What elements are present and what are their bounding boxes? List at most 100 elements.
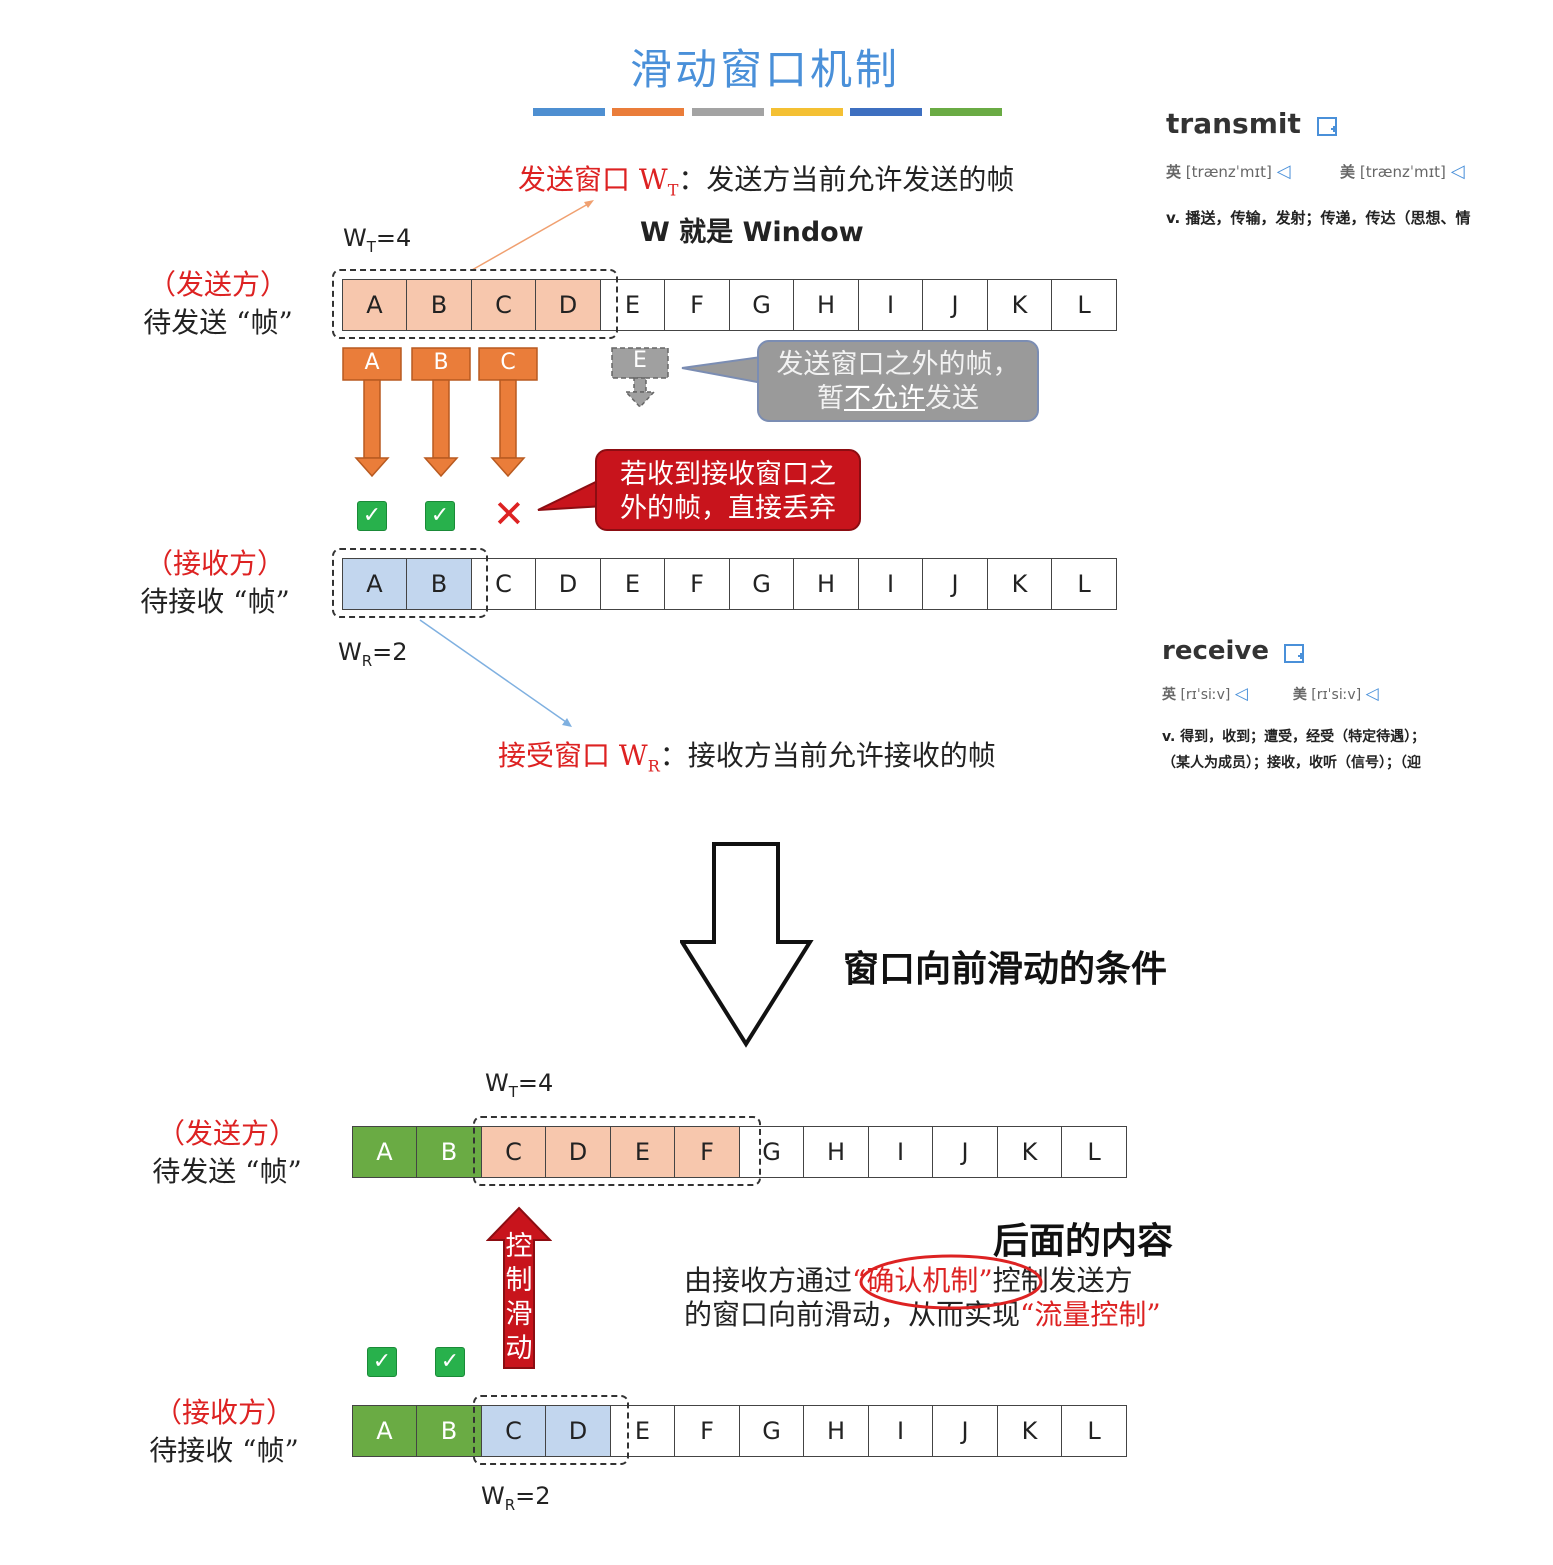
send-arrow-c-label: C	[500, 350, 516, 375]
frame: F	[674, 1405, 740, 1457]
frame: J	[922, 558, 988, 610]
receiver-frames-top: A B C D E F G H I J K L	[341, 558, 1117, 610]
check-icon: ✓	[435, 1347, 465, 1377]
check-icon: ✓	[357, 501, 387, 531]
speaker-icon[interactable]: ◁	[1276, 161, 1291, 182]
sender-role-top: （发送方） 待发送 “帧”	[143, 268, 293, 339]
frame: C	[480, 1405, 547, 1457]
send-window-box-top	[332, 269, 618, 339]
send-arrow-a-label: A	[364, 350, 380, 375]
send-arrows	[342, 347, 538, 478]
send-window-label: 发送窗口 W	[518, 163, 668, 196]
send-window-pointer-head	[584, 200, 594, 208]
ack-mechanism-circle	[859, 1254, 1043, 1310]
uk-label: 英	[1166, 163, 1182, 181]
frame: J	[932, 1126, 998, 1178]
recv-window-box-top	[332, 548, 488, 618]
red-bubble: 若收到接收窗口之 外的帧，直接丢弃	[595, 449, 861, 531]
receiver-frames-bottom: A B C D E F G H I J K L	[351, 1405, 1127, 1457]
dict-word-receive: receive	[1162, 636, 1269, 666]
send-arrow-c	[478, 347, 538, 478]
color-bar-3	[692, 108, 764, 116]
gray-bubble: 发送窗口之外的帧， 暂不允许发送	[757, 340, 1039, 422]
frame: D	[545, 1126, 611, 1178]
send-window-desc: ：发送方当前允许发送的帧	[678, 163, 1015, 196]
frame: A	[351, 1126, 418, 1178]
wt-label-bottom: WT=4	[485, 1069, 554, 1101]
frame: D	[535, 558, 601, 610]
recv-window-sub: R	[647, 756, 660, 776]
speaker-icon[interactable]: ◁	[1365, 684, 1379, 704]
send-window-box-bottom	[473, 1116, 761, 1186]
frame: K	[986, 558, 1053, 610]
dict-card-transmit: transmit 英 [trænzˈmɪt] ◁ 美 [trænzˈmɪt] ◁…	[1150, 95, 1545, 265]
speaker-icon[interactable]: ◁	[1450, 161, 1465, 182]
frame: G	[728, 279, 795, 331]
page-title: 滑动窗口机制	[629, 45, 900, 94]
send-window-pointer	[471, 203, 589, 271]
recv-window-pointer-head	[562, 718, 572, 727]
frame: G	[738, 1405, 805, 1457]
frame: A	[341, 279, 408, 331]
color-bar-6	[930, 108, 1002, 116]
us-ipa: [trænzˈmɪt]	[1359, 163, 1446, 181]
us-label: 美	[1292, 687, 1307, 703]
slide-condition-heading: 窗口向前滑动的条件	[843, 949, 1168, 990]
frame: B	[406, 558, 472, 610]
bookmark-add-icon[interactable]	[1283, 642, 1307, 666]
frame: B	[406, 279, 472, 331]
blocked-frame-arrow	[611, 347, 669, 409]
sender-role-bottom: （发送方） 待发送 “帧”	[152, 1117, 302, 1188]
check-icon: ✓	[425, 501, 455, 531]
control-slide-arrow	[486, 1206, 552, 1369]
dict-def-receive-2: （某人为成员）；接收，收听（信号）；（迎	[1162, 755, 1421, 771]
frame: A	[341, 558, 408, 610]
uk-ipa: [rɪˈsiːv]	[1180, 687, 1231, 703]
frame: F	[674, 1126, 740, 1178]
frame: L	[1061, 1126, 1127, 1178]
frame: D	[545, 1405, 611, 1457]
recv-window-desc: ：接收方当前允许接收的帧	[659, 739, 996, 772]
wt-label-top: WT=4	[343, 224, 412, 256]
frame: H	[803, 1126, 869, 1178]
frame: F	[664, 279, 730, 331]
uk-label: 英	[1162, 687, 1176, 703]
color-bar-2	[612, 108, 684, 116]
frame: E	[599, 279, 666, 331]
send-window-definition: 发送窗口 WT：发送方当前允许发送的帧	[518, 158, 1014, 200]
dict-card-receive: receive 英 [rɪˈsiːv] ◁ 美 [rɪˈsiːv] ◁ v. 得…	[1150, 630, 1450, 780]
frame: J	[922, 279, 988, 331]
frame: L	[1061, 1405, 1127, 1457]
recv-window-pointer	[419, 619, 567, 723]
check-icon: ✓	[367, 1347, 397, 1377]
bookmark-add-icon[interactable]	[1316, 115, 1340, 139]
frame: E	[609, 1126, 676, 1178]
frame: I	[867, 1405, 934, 1457]
color-bar-1	[533, 108, 605, 116]
control-slide-label: 控 制 滑 动	[505, 1231, 533, 1364]
frame: A	[351, 1405, 418, 1457]
frame: C	[470, 279, 537, 331]
recv-window-definition: 接受窗口 WR：接收方当前允许接收的帧	[498, 734, 996, 776]
speaker-icon[interactable]: ◁	[1234, 684, 1248, 704]
wr-label-top: WR=2	[338, 638, 408, 670]
frame: K	[996, 1405, 1063, 1457]
recv-window-label: 接受窗口 W	[498, 739, 648, 772]
recv-window-box-bottom	[473, 1395, 629, 1465]
frame: I	[857, 558, 924, 610]
dict-pron-row-receive: 英 [rɪˈsiːv] ◁ 美 [rɪˈsiːv] ◁	[1162, 684, 1379, 704]
frame: B	[416, 1405, 482, 1457]
frame: F	[664, 558, 730, 610]
flow-control-explanation: 由接收方通过“确认机制”控制发送方 的窗口向前滑动，从而实现“流量控制”	[684, 1264, 1161, 1331]
us-ipa: [rɪˈsiːv]	[1311, 687, 1362, 703]
frame: L	[1051, 279, 1117, 331]
color-bar-4	[771, 108, 843, 116]
color-bar-5	[850, 108, 922, 116]
send-arrow-b	[411, 347, 471, 478]
later-content-heading: 后面的内容	[993, 1221, 1174, 1262]
dict-pron-row-transmit: 英 [trænzˈmɪt] ◁ 美 [trænzˈmɪt] ◁	[1166, 161, 1465, 182]
frame: H	[803, 1405, 869, 1457]
frame: C	[480, 1126, 547, 1178]
frame: K	[986, 279, 1053, 331]
